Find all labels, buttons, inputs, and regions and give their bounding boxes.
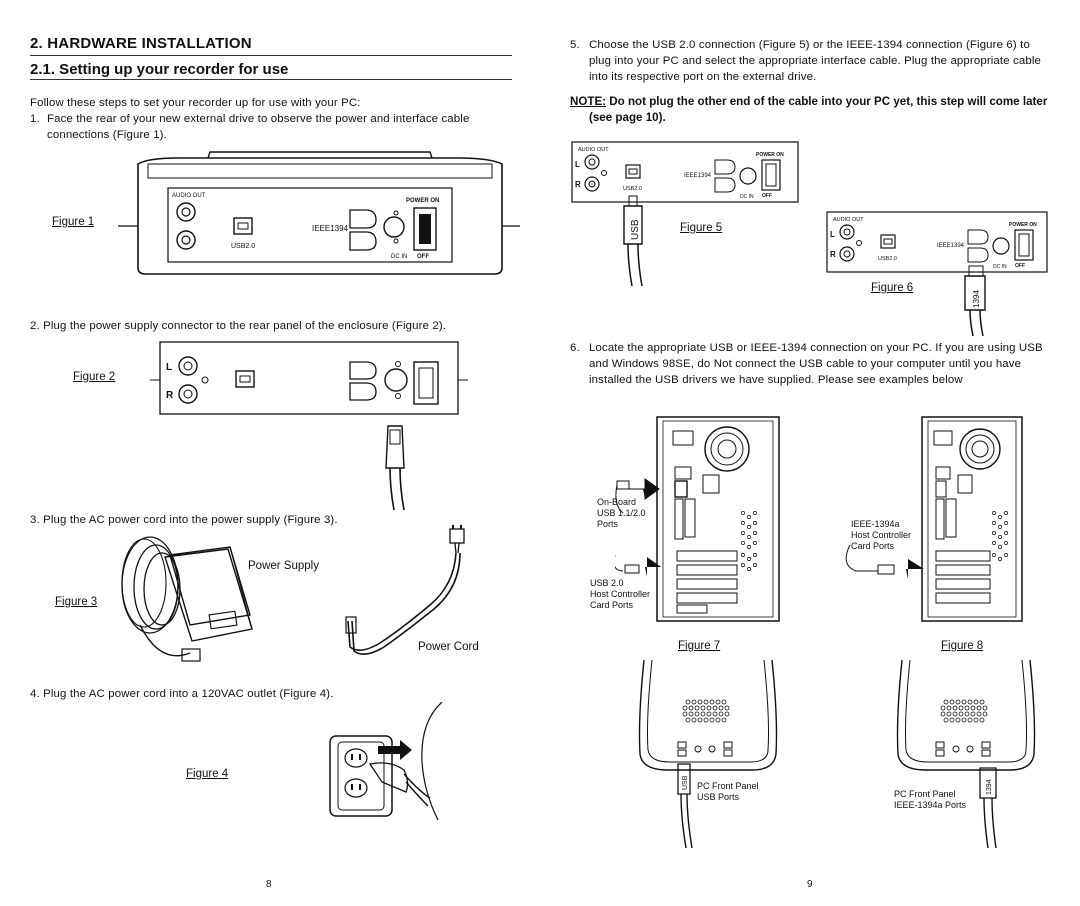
front-usb-cable-label: USB [682, 775, 689, 790]
figure7-caption: Figure 7 [678, 640, 721, 652]
step6-number: 6. [570, 342, 580, 354]
fig6-r-label: R [830, 250, 836, 259]
figure3-power-supply-image [121, 525, 465, 662]
fig7-onboard-label-2: USB 1.1/2.0 [597, 508, 646, 518]
intro-text: Follow these steps to set your recorder … [30, 97, 361, 109]
fig7-onboard-label-3: Ports [597, 519, 619, 529]
figure2-power-connector-image: L R [150, 341, 468, 511]
step6-line1: Locate the appropriate USB or IEEE-1394 … [589, 342, 1043, 354]
fig1-ieee-label: IEEE1394 [312, 224, 349, 233]
figure4-caption: Figure 4 [186, 768, 229, 780]
figure6-caption: Figure 6 [871, 282, 914, 294]
fig6-l-label: L [830, 230, 835, 239]
fig5-off-label: OFF [762, 193, 772, 199]
fig6-usb-label: USB2.0 [878, 256, 897, 262]
fig1-audio-out-label: AUDIO OUT [172, 193, 206, 199]
front-panel-1394-image: 1394 [896, 659, 1036, 849]
fig8-ieee-label-1: IEEE-1394a [851, 519, 900, 529]
figure1-drive-rear-image: AUDIO OUT USB2.0 IEEE1394 DC IN POWER ON… [118, 151, 520, 275]
fig1-dc-in-label: DC IN [391, 254, 407, 260]
step5-number: 5. [570, 39, 580, 51]
fig5-ieee-label: IEEE1394 [684, 173, 712, 179]
step5-line3: into its respective port on the external… [589, 71, 817, 83]
heading-rule [30, 55, 512, 56]
fig7-usb20-label-1: USB 2.0 [590, 578, 624, 588]
front-panel-usb-image: USB [638, 659, 778, 849]
figure3-caption: Figure 3 [55, 596, 98, 608]
fig5-usb-label: USB2.0 [623, 186, 642, 192]
fig2-r-label: R [166, 390, 174, 401]
step3-text: 3. Plug the AC power cord into the power… [30, 514, 338, 526]
front-usb-label-2: USB Ports [697, 792, 740, 802]
fig5-r-label: R [575, 180, 581, 189]
front-1394-label-2: IEEE-1394a Ports [894, 800, 967, 810]
fig6-audio-out-label: AUDIO OUT [833, 217, 864, 223]
power-supply-label: Power Supply [248, 560, 319, 572]
step6-line2: and Windows 98SE, do Not connect the USB… [589, 358, 1022, 370]
note-text: Do not plug the other end of the cable i… [606, 95, 1048, 108]
section-heading: 2. HARDWARE INSTALLATION [30, 35, 252, 52]
power-cord-label: Power Cord [418, 641, 479, 653]
fig7-usb20-label-3: Card Ports [590, 600, 634, 610]
figure8-caption: Figure 8 [941, 640, 984, 652]
page-number-right: 9 [807, 879, 813, 890]
page-number-left: 8 [266, 879, 272, 890]
note-label: NOTE: [570, 95, 607, 108]
fig1-power-on-label: POWER ON [406, 198, 439, 204]
fig5-cable-usb-label: USB [630, 219, 641, 240]
fig5-dc-in-label: DC IN [740, 194, 754, 200]
step2-text: 2. Plug the power supply connector to th… [30, 320, 447, 332]
figure5-usb-connection-image: AUDIO OUT L R USB2.0 IEEE1394 DC IN POWE… [571, 141, 799, 287]
fig5-power-on-label: POWER ON [756, 152, 784, 158]
fig5-audio-out-label: AUDIO OUT [578, 147, 609, 153]
figure7-pc-tower-usb-image [615, 416, 780, 622]
fig7-onboard-label-1: On-Board [597, 497, 637, 507]
subsection-heading: 2.1. Setting up your recorder for use [30, 61, 289, 78]
fig6-dc-in-label: DC IN [993, 264, 1007, 270]
front-1394-label-1: PC Front Panel [894, 789, 956, 799]
fig6-off-label: OFF [1015, 263, 1025, 269]
figure8-pc-tower-1394-image [845, 416, 1023, 622]
note-line1: NOTE: Do not plug the other end of the c… [570, 94, 1047, 110]
step4-text: 4. Plug the AC power cord into a 120VAC … [30, 688, 334, 700]
step1-number: 1. [30, 113, 40, 125]
figure1-caption: Figure 1 [52, 216, 95, 228]
fig8-ieee-label-2: Host Controller [851, 530, 912, 540]
front-1394-cable-label: 1394 [986, 779, 993, 795]
fig5-l-label: L [575, 160, 580, 169]
fig8-ieee-label-3: Card Ports [851, 541, 895, 551]
step5-line2: plug into your PC and select the appropr… [589, 55, 1042, 67]
front-usb-label-1: PC Front Panel [697, 781, 759, 791]
fig1-off-label: OFF [417, 254, 429, 260]
step5-line1: Choose the USB 2.0 connection (Figure 5)… [589, 39, 1030, 51]
step1-line1: Face the rear of your new external drive… [47, 113, 470, 125]
note-line2: (see page 10). [589, 111, 666, 124]
figure6-ieee1394-connection-image: AUDIO OUT L R USB2.0 IEEE1394 DC IN POWE… [826, 211, 1048, 337]
fig7-usb20-label-2: Host Controller [590, 589, 651, 599]
fig1-usb-label: USB2.0 [231, 243, 255, 250]
figure4-wall-outlet-image [329, 702, 443, 821]
fig6-cable-1394-label: 1394 [972, 290, 981, 308]
fig6-power-on-label: POWER ON [1009, 222, 1037, 228]
fig2-l-label: L [166, 362, 172, 373]
step1-line2: connections (Figure 1). [47, 129, 167, 141]
figure2-caption: Figure 2 [73, 371, 116, 383]
subheading-rule [30, 79, 512, 80]
step6-line3: installed the USB drivers we have suppli… [589, 374, 963, 386]
fig6-ieee-label: IEEE1394 [937, 243, 965, 249]
figure5-caption: Figure 5 [680, 222, 723, 234]
